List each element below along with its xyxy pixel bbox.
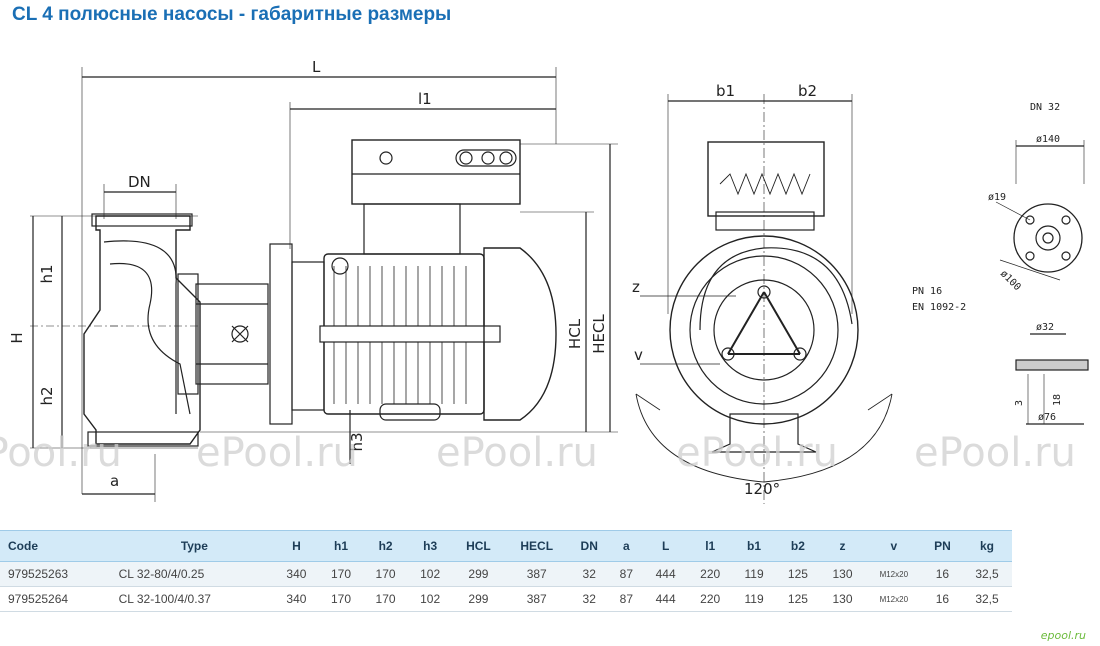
dim-label-a: a [110,472,119,490]
table-cell: 130 [820,561,865,587]
dim-label-v: v [634,346,643,364]
table-cell: 979525263 [0,561,115,587]
column-header: a [609,530,644,562]
dim-label-HECL: HECL [590,314,608,354]
table-cell: 32,5 [962,586,1012,612]
watermark-1: ePool.ru [0,430,122,476]
table-cell: 220 [687,586,733,612]
page-title: CL 4 полюсные насосы - габаритные размер… [12,4,452,25]
table-cell: 220 [687,561,733,587]
dim-label-b2: b2 [798,82,817,100]
column-header: h2 [363,530,408,562]
column-header: l1 [687,530,733,562]
table-cell: 444 [643,561,688,587]
table-cell: 87 [609,561,644,587]
en-label: EN 1092-2 [912,302,966,313]
watermark-4: ePool.ru [676,430,838,476]
watermark-5: ePool.ru [914,430,1076,476]
dimensional-drawing: L l1 DN H h1 h2 h3 a HCL HECL b1 b2 z v … [0,58,1089,504]
table-row: 979525264 CL 32-100/4/0.37 340 170 170 1… [0,586,1012,612]
dim-label-d32: ø32 [1036,322,1054,333]
table-cell: 299 [452,561,505,587]
table-cell: 387 [504,561,570,587]
table-cell: 170 [363,586,408,612]
specifications-table: Code Type H h1 h2 h3 HCL HECL DN a L l1 … [0,530,1012,612]
column-header: PN [922,530,963,562]
dim-label-h2: h2 [38,386,56,405]
pn-label: PN 16 [912,286,942,297]
table-cell: 340 [274,586,319,612]
column-header: Code [0,530,115,562]
flange-dn-label: DN 32 [1030,102,1060,113]
table-cell: 299 [452,586,505,612]
dim-label-b1: b1 [716,82,735,100]
column-header: L [643,530,688,562]
table-cell: 130 [820,586,865,612]
watermark-2: ePool.ru [196,430,358,476]
dim-label-HCL: HCL [566,318,584,349]
column-header: HCL [452,530,505,562]
table-cell: 16 [922,586,963,612]
table-cell: M12x20 [864,586,923,612]
table-header-row: Code Type H h1 h2 h3 HCL HECL DN a L l1 … [0,530,1012,562]
table-cell: 119 [732,561,776,587]
table-cell: 340 [274,561,319,587]
column-header: z [820,530,865,562]
column-header: b2 [775,530,821,562]
table-cell: 87 [609,586,644,612]
column-header: kg [962,530,1012,562]
dim-label-d100: ø100 [998,268,1023,293]
table-cell: 125 [775,561,821,587]
table-cell: 979525264 [0,586,115,612]
column-header: HECL [504,530,570,562]
column-header: v [864,530,923,562]
column-header: Type [114,530,275,562]
column-header: h1 [318,530,364,562]
column-header: h3 [407,530,453,562]
dim-label-l1: l1 [418,90,432,108]
dim-label-d140: ø140 [1036,134,1060,145]
dim-label-d19: ø19 [988,192,1006,203]
dim-label-L: L [312,58,321,76]
table-cell: 125 [775,586,821,612]
dim-label-DN: DN [128,173,151,191]
dim-label-t3: 3 [1014,400,1025,406]
column-header: DN [569,530,610,562]
column-header: b1 [732,530,776,562]
dim-label-h3: h3 [348,432,366,451]
table-cell: 119 [732,586,776,612]
table-row: 979525263 CL 32-80/4/0.25 340 170 170 10… [0,561,1012,587]
table-cell: 32 [569,561,610,587]
table-cell: M12x20 [864,561,923,587]
site-logo: epool.ru [1040,629,1086,642]
dim-label-H: H [8,332,26,343]
table-cell: 102 [407,561,453,587]
dim-label-d76: ø76 [1038,412,1056,423]
table-cell: 32,5 [962,561,1012,587]
dim-label-t18: 18 [1052,394,1063,406]
table-cell: CL 32-100/4/0.37 [114,586,275,612]
table-cell: 16 [922,561,963,587]
table-cell: 102 [407,586,453,612]
table-cell: 32 [569,586,610,612]
table-cell: 170 [318,561,364,587]
dim-label-h1: h1 [38,264,56,283]
watermark-3: ePool.ru [436,430,598,476]
table-cell: 170 [363,561,408,587]
table-cell: 387 [504,586,570,612]
column-header: H [274,530,319,562]
table-cell: CL 32-80/4/0.25 [114,561,275,587]
table-cell: 170 [318,586,364,612]
dim-label-z: z [632,278,640,296]
dim-label-angle: 120° [744,480,780,498]
table-cell: 444 [643,586,688,612]
